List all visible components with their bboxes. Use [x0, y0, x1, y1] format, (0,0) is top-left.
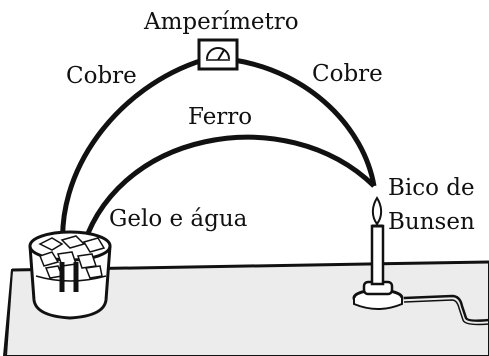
bunsen-burner: [352, 224, 404, 310]
flame-icon: [371, 196, 383, 226]
copper-left-label: Cobre: [66, 63, 137, 89]
copper-wire-left: [60, 57, 204, 259]
iron-label: Ferro: [188, 104, 253, 130]
ammeter: [197, 38, 239, 71]
ice-water-label: Gelo e água: [109, 206, 248, 232]
copper-right-label: Cobre: [312, 61, 383, 87]
bunsen-label-line1: Bico de: [388, 175, 475, 201]
iron-wire: [77, 134, 376, 259]
ice-water-beaker: [28, 230, 112, 320]
ammeter-label: Amperímetro: [144, 9, 299, 35]
bunsen-label-line2: Bunsen: [388, 209, 475, 235]
copper-wire-right: [233, 57, 377, 187]
gas-hose: [403, 294, 489, 322]
